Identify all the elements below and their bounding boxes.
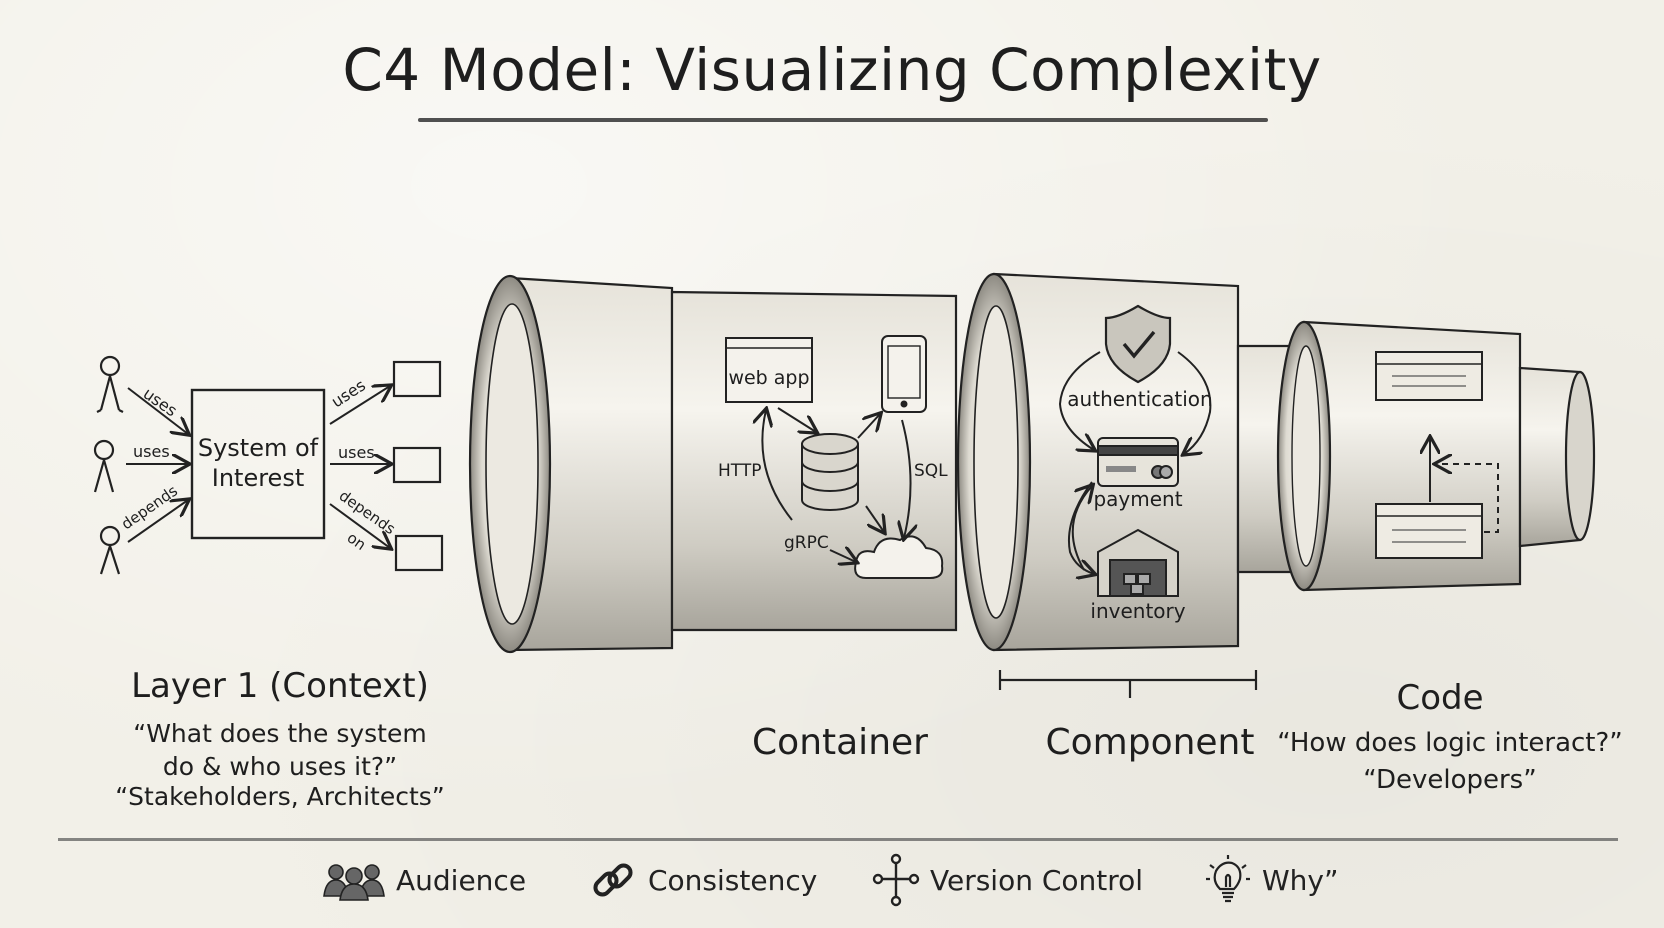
edge-label: gRPC [784, 533, 829, 553]
title-underline [418, 118, 1268, 122]
edge-arrow [127, 500, 188, 543]
layer1-audience: “Stakeholders, Architects” [115, 782, 445, 811]
web-app-label: web app [728, 367, 809, 389]
component-bracket [998, 670, 1258, 698]
edge-arrow [329, 503, 390, 548]
container-title: Container [752, 722, 928, 763]
person-icon [96, 355, 124, 413]
footer-label: Audience [396, 863, 527, 897]
footer-bar: Audience Consistency Version Control [0, 853, 1664, 907]
edge-arrow [127, 387, 188, 434]
credit-card-icon [1097, 437, 1179, 487]
external-system-box [392, 360, 442, 398]
code-question: “How does logic interact?” [1277, 728, 1623, 758]
code-title: Code [1396, 678, 1484, 718]
page-title: C4 Model: Visualizing Complexity [342, 36, 1322, 104]
person-icon [93, 439, 115, 493]
footer-item-audience[interactable]: Audience [322, 855, 526, 905]
branch-icon [872, 853, 920, 907]
lightbulb-icon [1206, 855, 1250, 903]
footer-label: Why” [1262, 863, 1339, 897]
external-system-box [394, 534, 444, 572]
payment-label: payment [1093, 487, 1182, 511]
container-layer: web app HTTP SQL gRPC [718, 335, 948, 579]
layer1-title: Layer 1 (Context) [131, 666, 429, 706]
database-icon [801, 433, 859, 511]
link-icon [593, 863, 633, 897]
people-icon [323, 864, 385, 901]
footer-label: Consistency [648, 863, 818, 897]
footer-divider [58, 838, 1618, 841]
warehouse-icon [1097, 528, 1179, 597]
edge-label: on [344, 529, 370, 554]
component-layer: authentication payment inventory [998, 304, 1258, 698]
person-icon [99, 525, 121, 575]
edge-label: uses [140, 384, 181, 421]
external-system-box [392, 446, 442, 484]
layer1-question: “What does the system do & who uses it?” [100, 717, 460, 783]
edge-label: HTTP [718, 461, 762, 481]
edge-label: uses [328, 375, 369, 411]
footer-item-why[interactable]: Why” [1204, 855, 1339, 905]
system-label: Interest [212, 464, 304, 492]
layer1-question-line: do & who uses it?” [162, 752, 398, 781]
edge-label: depends [118, 482, 181, 534]
inventory-label: inventory [1090, 599, 1185, 623]
code-audience: “Developers” [1363, 765, 1537, 795]
shield-icon [1104, 304, 1172, 384]
class-box [1375, 503, 1483, 559]
system-of-interest-box [190, 388, 326, 540]
component-title: Component [1045, 722, 1255, 763]
footer-item-consistency[interactable]: Consistency [588, 855, 817, 905]
edge-label: SQL [914, 461, 948, 481]
footer-label: Version Control [930, 863, 1144, 897]
authentication-label: authentication [1067, 387, 1212, 411]
edge-label: uses [133, 442, 170, 461]
code-layer [1375, 351, 1499, 559]
edge-arrow [329, 386, 390, 425]
mobile-icon [881, 335, 927, 413]
footer-item-version-control[interactable]: Version Control [872, 853, 1144, 907]
system-label: System of [198, 434, 319, 462]
telescope [468, 272, 1596, 654]
edge-label: uses [338, 443, 375, 462]
context-layer: uses uses depends System of Interest use… [93, 355, 444, 575]
layer1-question-line: “What does the system [133, 719, 427, 748]
